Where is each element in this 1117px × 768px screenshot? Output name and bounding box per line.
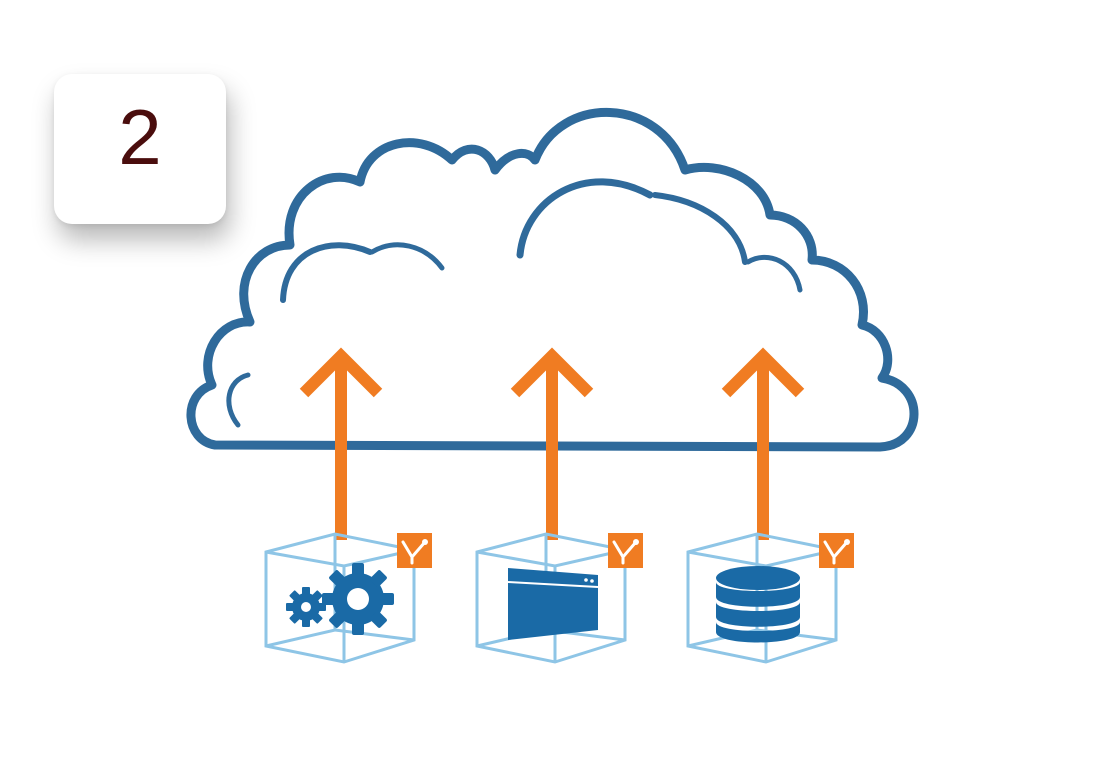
- container-services: [264, 532, 432, 664]
- step-card: 2: [54, 74, 226, 224]
- container-application: [475, 532, 643, 664]
- gears-icon: [286, 563, 394, 635]
- network-node-icon-3: [819, 533, 854, 568]
- arrow-up-icon-3: [721, 347, 805, 540]
- container-database: [686, 532, 854, 664]
- step-number: 2: [118, 93, 162, 181]
- arrow-up-icon-1: [299, 347, 383, 540]
- arrow-up-icon-2: [510, 347, 594, 540]
- network-node-icon-1: [397, 533, 432, 568]
- network-node-icon-2: [608, 533, 643, 568]
- app-window-icon: [507, 568, 599, 640]
- cloud-icon: [186, 108, 919, 452]
- database-icon: [716, 566, 800, 643]
